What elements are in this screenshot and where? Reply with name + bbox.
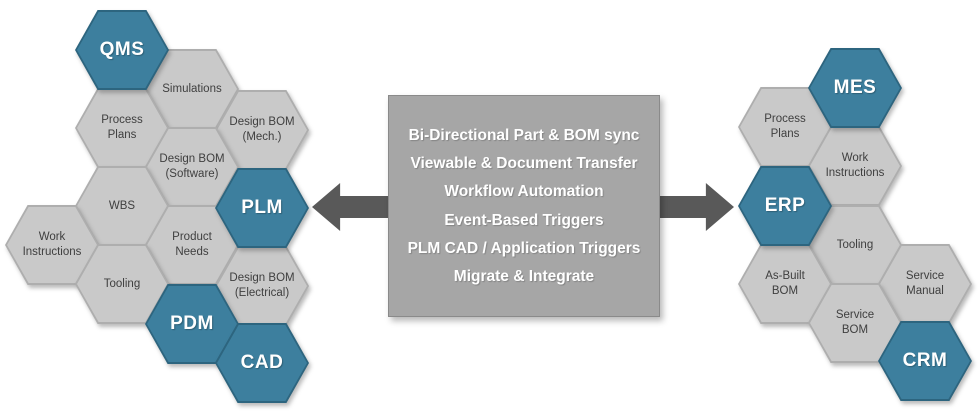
feature-line-event-triggers: Event-Based Triggers [444, 211, 604, 229]
hex-tooling-right: Tooling [808, 205, 902, 285]
hex-design-bom-software: Design BOM (Software) [145, 127, 239, 207]
feature-line-plm-cad-triggers: PLM CAD / Application Triggers [407, 239, 641, 257]
hex-mes: MES [808, 48, 902, 128]
integration-features-box: Bi-Directional Part & BOM sync Viewable … [388, 95, 660, 317]
hex-mes-label: MES [833, 77, 877, 98]
hex-cad: CAD [215, 323, 309, 403]
hex-crm-label: CRM [902, 350, 948, 371]
hex-erp-label: ERP [764, 195, 806, 216]
feature-line-migrate-integrate: Migrate & Integrate [453, 267, 595, 285]
hex-process-plans-right-label: Process Plans [764, 113, 806, 140]
hex-cad-label: CAD [240, 352, 284, 373]
hex-plm-label: PLM [241, 197, 283, 218]
hex-wbs-label: WBS [108, 199, 136, 212]
feature-line-workflow-automation: Workflow Automation [444, 183, 604, 201]
hex-crm: CRM [878, 321, 972, 401]
hex-design-bom-software-label: Design BOM (Software) [159, 153, 225, 180]
hex-design-bom-electrical-label: Design BOM (Electrical) [229, 272, 295, 299]
hex-erp: ERP [738, 166, 832, 246]
hex-service-bom-label: Service BOM [835, 309, 875, 336]
hex-simulations-label: Simulations [162, 82, 222, 95]
hex-plm: PLM [215, 168, 309, 248]
hex-design-bom-mech: Design BOM (Mech.) [215, 90, 309, 170]
hex-work-instructions-right-label: Work Instructions [825, 152, 885, 179]
hex-qms-label: QMS [99, 39, 145, 60]
hex-service-manual-label: Service Manual [905, 270, 945, 297]
hex-work-instructions-left-label: Work Instructions [22, 231, 82, 258]
hex-pdm-label: PDM [170, 313, 214, 334]
hex-work-instructions-right: Work Instructions [808, 126, 902, 206]
hex-product-needs-label: Product Needs [172, 231, 212, 258]
feature-line-bidirectional-sync: Bi-Directional Part & BOM sync [408, 127, 640, 145]
hex-tooling-right-label: Tooling [836, 238, 874, 251]
hex-design-bom-electrical: Design BOM (Electrical) [215, 246, 309, 326]
right-arrow-icon [658, 183, 734, 231]
hex-as-built-bom: As-Built BOM [738, 244, 832, 324]
feature-line-viewable-transfer: Viewable & Document Transfer [410, 155, 638, 173]
left-arrow-icon [312, 183, 388, 231]
hex-design-bom-mech-label: Design BOM (Mech.) [229, 116, 295, 143]
hex-process-plans-left-label: Process Plans [101, 114, 143, 141]
hex-tooling-left: Tooling [75, 244, 169, 324]
hex-tooling-left-label: Tooling [103, 277, 141, 290]
hex-as-built-bom-label: As-Built BOM [765, 270, 805, 297]
hex-qms: QMS [75, 10, 169, 90]
